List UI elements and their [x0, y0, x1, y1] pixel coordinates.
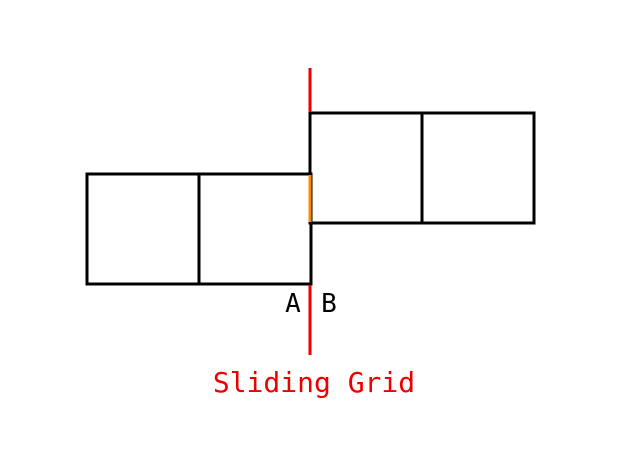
label-a: A — [285, 289, 301, 319]
right-grid — [308, 111, 536, 225]
left-grid — [85, 172, 313, 286]
grids-layer — [85, 111, 536, 286]
label-b: B — [321, 289, 337, 319]
diagram-title: Sliding Grid — [213, 366, 415, 399]
